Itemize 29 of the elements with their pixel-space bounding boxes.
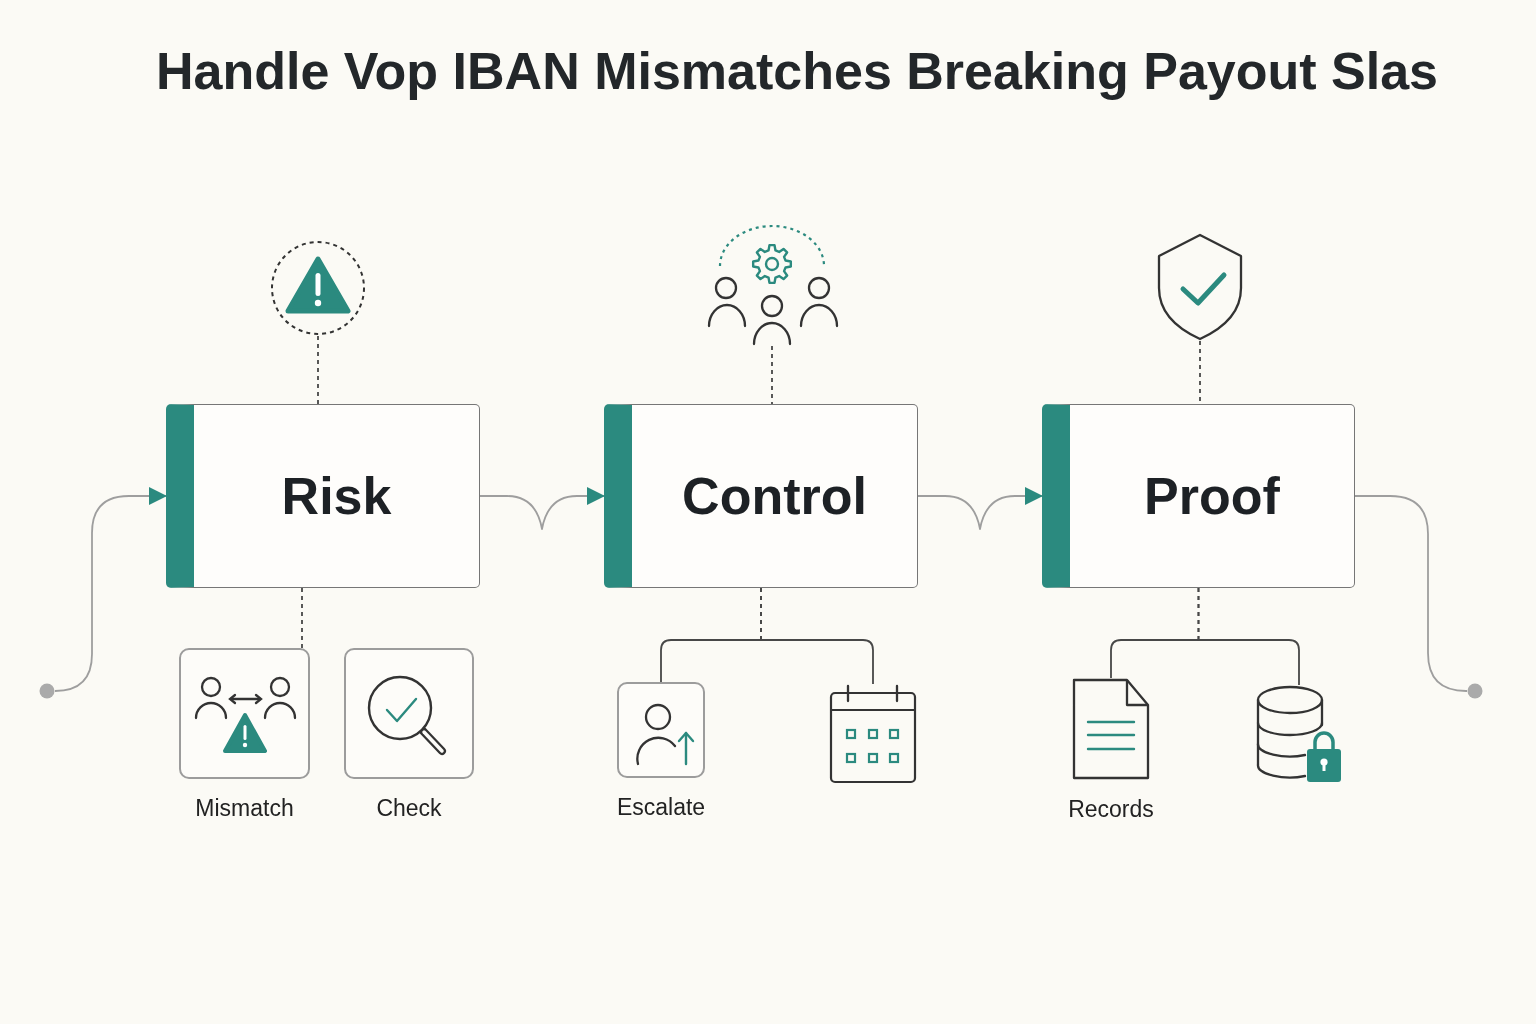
arrow — [54, 487, 167, 692]
icon-caption: Mismatch — [195, 794, 294, 822]
magnifier-check-icon — [344, 648, 474, 779]
endpoint-dot — [39, 683, 55, 699]
box-label: Risk — [281, 466, 392, 526]
document-icon — [1072, 678, 1150, 780]
dashed-line — [771, 345, 773, 405]
icon-caption: Check — [376, 794, 442, 822]
icon-caption: Escalate — [616, 793, 706, 821]
dashed-line — [1197, 587, 1300, 686]
endpoint-dot — [1467, 683, 1483, 699]
icon-caption: Records — [1068, 795, 1154, 823]
connector-line — [1354, 495, 1468, 692]
dashed-line — [760, 587, 874, 685]
diagram-title: Handle Vop IBAN Mismatches Breaking Payout Slas — [155, 41, 1439, 102]
box-label: Proof — [1144, 466, 1280, 526]
warning-icon — [270, 240, 366, 336]
process-box — [1042, 404, 1355, 588]
arrow — [917, 487, 1043, 530]
calendar-icon — [829, 684, 917, 784]
arrow — [479, 487, 605, 530]
dashed-line — [317, 335, 319, 405]
people-warning-icon — [179, 648, 310, 779]
process-box — [166, 404, 480, 588]
database-lock-icon — [1256, 685, 1342, 783]
dashed-line — [301, 587, 303, 649]
process-box — [604, 404, 918, 588]
box-label: Control — [682, 466, 867, 526]
shield-check-icon — [1156, 233, 1244, 341]
